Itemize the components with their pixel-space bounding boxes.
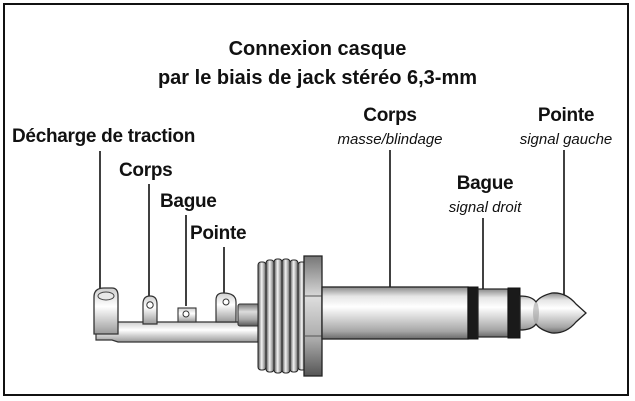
insulator-band-1 <box>467 286 479 340</box>
label-body-sleeve: Corps <box>363 105 417 126</box>
diagram-frame <box>3 3 629 396</box>
label-ring-contact: Bague <box>456 173 514 194</box>
label-tip-lug: Pointe <box>190 223 247 244</box>
body-lug-hole <box>146 301 154 309</box>
strain-relief-clamp <box>93 287 119 335</box>
mounting-flange <box>303 255 323 377</box>
tip-neck-groove <box>533 302 539 324</box>
insulator-band-2 <box>507 287 521 339</box>
sleeve-barrel <box>321 286 469 340</box>
ring-contact <box>477 288 509 338</box>
label-ring-lug: Bague <box>160 191 217 212</box>
label-tip-contact-function: signal gauche <box>519 131 613 148</box>
diagram-title-line-1: Connexion casque <box>228 38 407 60</box>
insulator-washer <box>237 303 261 327</box>
ring-lug-hole <box>182 310 190 318</box>
tip-contact <box>519 292 587 334</box>
label-body-sleeve-function: masse/blindage <box>337 131 443 148</box>
tip-lug-hole <box>222 298 230 306</box>
strain-relief-top <box>97 291 115 301</box>
label-tip-contact: Pointe <box>537 105 595 126</box>
lug-base-rail <box>95 321 259 343</box>
label-strain-relief: Décharge de traction <box>12 126 195 147</box>
tip-lug <box>215 292 237 323</box>
body-lug <box>142 295 158 325</box>
threaded-collar <box>257 258 307 374</box>
diagram-title-line-2: par le biais de jack stéréo 6,3-mm <box>157 67 478 89</box>
label-ring-contact-function: signal droit <box>448 199 522 216</box>
leader-lines <box>99 150 565 306</box>
label-body-lug: Corps <box>119 160 173 181</box>
